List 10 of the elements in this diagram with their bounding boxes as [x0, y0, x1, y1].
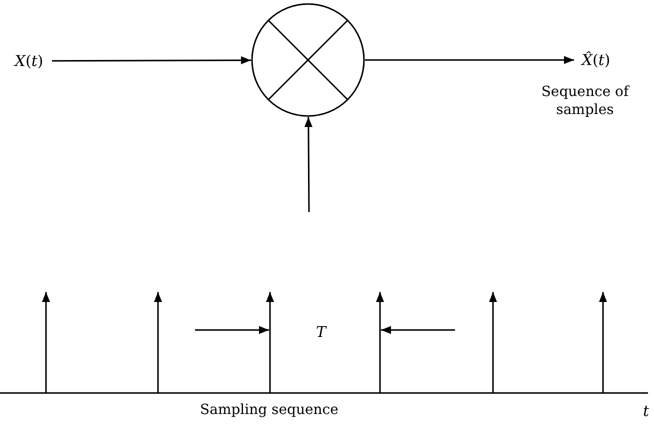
- arrow: [365, 56, 574, 64]
- axis-label: t: [643, 404, 650, 419]
- signal-label: X(t): [6, 50, 52, 72]
- arrow: [304, 117, 312, 212]
- signal-caption: Sequence of samples: [540, 84, 630, 119]
- arrow: [52, 56, 251, 64]
- axis-caption: Sampling sequence: [200, 403, 338, 417]
- signal-label: X̂(t): [574, 49, 618, 71]
- period-label: T: [316, 325, 326, 340]
- multiplier-symbol: [251, 3, 365, 117]
